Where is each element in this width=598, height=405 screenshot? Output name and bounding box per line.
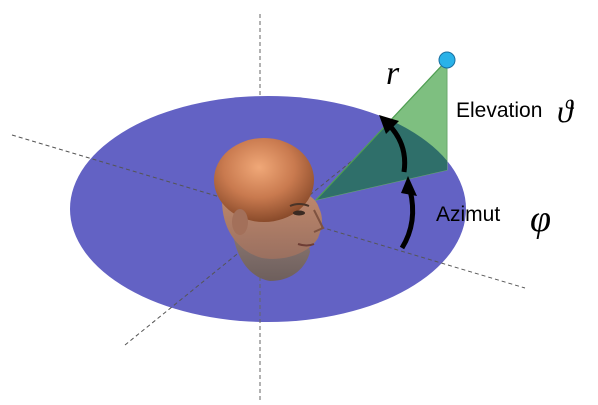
azimuth-arrowhead: [401, 176, 417, 196]
mouth: [297, 243, 315, 247]
elevation-arrowhead: [379, 115, 399, 134]
elevation-symbol: ϑ: [557, 93, 575, 129]
elevation-arrow: [387, 123, 408, 173]
source-point: [438, 51, 456, 69]
nose: [313, 209, 325, 233]
ear: [232, 209, 248, 235]
elevation-label: Elevation: [456, 99, 542, 122]
radius-label: r: [386, 55, 400, 92]
skull: [214, 138, 314, 222]
azimuth-symbol: φ: [530, 198, 551, 240]
eye: [293, 210, 305, 216]
azimuth-label: Azimut: [436, 203, 500, 226]
azimuth-arrow: [399, 189, 416, 250]
listener-head: [214, 138, 325, 281]
eye-brow: [289, 203, 310, 207]
radius-line: [315, 59, 448, 201]
